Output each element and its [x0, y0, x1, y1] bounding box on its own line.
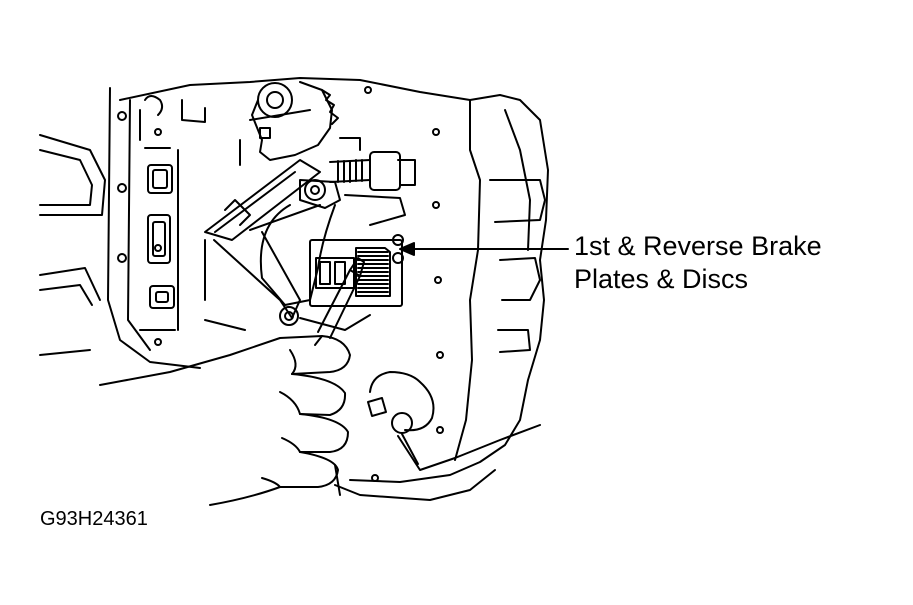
- detent-lever-assembly: [252, 82, 338, 160]
- wire-connector: [368, 372, 540, 470]
- hand: [100, 336, 350, 505]
- screwdriver: [318, 258, 364, 338]
- transmission-case: [108, 78, 548, 500]
- lever-link: [205, 160, 405, 330]
- callout-label-line1: 1st & Reverse Brake: [574, 231, 822, 261]
- threaded-stud: [330, 138, 415, 190]
- valve-body-passages: [140, 96, 310, 330]
- callout-label-line2: Plates & Discs: [574, 264, 749, 294]
- figure-id-label: G93H24361: [40, 508, 148, 530]
- brake-pack-window: [310, 235, 403, 306]
- left-housing-lines: [40, 135, 105, 355]
- callout-leader: [400, 243, 568, 255]
- bolt-holes: [118, 87, 443, 481]
